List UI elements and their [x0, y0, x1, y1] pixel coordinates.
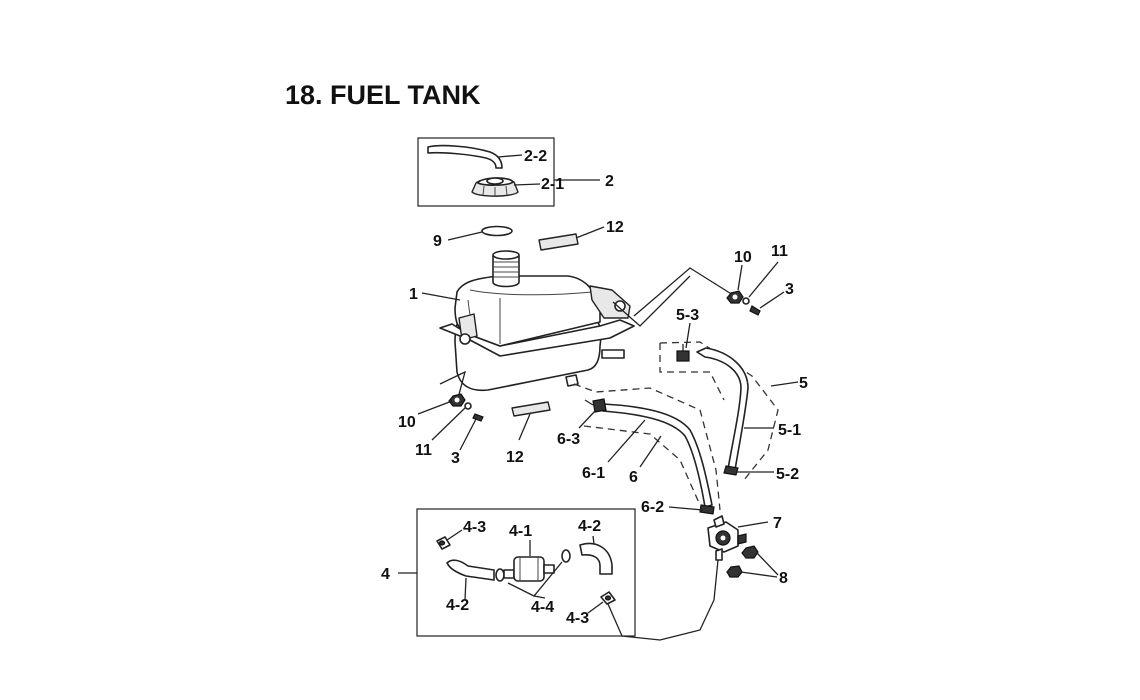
label-5: 5	[799, 375, 808, 392]
label-12-bottom: 12	[506, 449, 524, 466]
label-4-2-top: 4-2	[578, 518, 601, 535]
label-3-right: 3	[785, 281, 794, 298]
label-4-2-bottom: 4-2	[446, 597, 469, 614]
fuel-valve-7	[707, 515, 747, 561]
label-4-3-top: 4-3	[463, 519, 486, 536]
grommet-8-a	[741, 545, 759, 559]
label-10-left: 10	[398, 414, 416, 431]
label-2: 2	[605, 173, 614, 190]
hose-6-1	[602, 403, 713, 508]
o-ring-9	[481, 225, 513, 237]
label-7: 7	[773, 515, 782, 532]
clip-4-4-right	[561, 549, 571, 563]
fuel-cap-2-1	[471, 177, 519, 197]
fuel-tank-1	[439, 250, 635, 392]
nut-10-right	[726, 290, 744, 304]
label-1: 1	[409, 286, 418, 303]
label-12-top: 12	[606, 219, 624, 236]
label-8: 8	[779, 570, 788, 587]
label-5-2: 5-2	[776, 466, 799, 483]
label-6-1: 6-1	[582, 465, 605, 482]
label-6: 6	[629, 469, 638, 486]
hose-4-2-left	[446, 559, 495, 581]
washer-11-right	[742, 297, 750, 305]
clamp-5-2	[723, 465, 739, 476]
label-4: 4	[381, 566, 390, 583]
label-2-2: 2-2	[524, 148, 547, 165]
bolt-3-right	[749, 305, 761, 316]
pad-12-bottom	[511, 401, 551, 417]
label-11-right: 11	[771, 243, 788, 260]
page-title: 18. FUEL TANK	[285, 80, 481, 110]
fuel-cap-kit-box	[417, 137, 555, 207]
label-6-2: 6-2	[641, 499, 664, 516]
hose-4-2-right	[579, 542, 613, 575]
bolt-3-left	[472, 413, 484, 422]
pad-12-top	[538, 233, 579, 251]
clamp-5-3	[676, 344, 690, 362]
grommet-8-b	[726, 565, 743, 578]
clamp-4-3-top	[436, 536, 451, 550]
fuel-filter-4-1	[503, 556, 555, 582]
label-4-1: 4-1	[509, 523, 532, 540]
label-2-1: 2-1	[541, 176, 564, 193]
label-11-left: 11	[415, 442, 432, 459]
label-4-4: 4-4	[531, 599, 554, 616]
washer-11-left	[464, 402, 472, 410]
clip-4-4-left	[495, 568, 505, 582]
hose-5-outline	[659, 341, 779, 481]
clamp-4-3-bottom	[600, 591, 616, 605]
clamp-6-3	[584, 398, 607, 413]
label-5-3: 5-3	[676, 307, 699, 324]
label-4-3-bottom: 4-3	[566, 610, 589, 627]
label-10-right: 10	[734, 249, 752, 266]
hose-5-1	[696, 347, 749, 471]
breather-tube-2-2	[427, 144, 503, 169]
label-6-3: 6-3	[557, 431, 580, 448]
nut-10-left	[448, 393, 466, 407]
label-5-1: 5-1	[778, 422, 801, 439]
label-3-left: 3	[451, 450, 460, 467]
label-9: 9	[433, 233, 442, 250]
